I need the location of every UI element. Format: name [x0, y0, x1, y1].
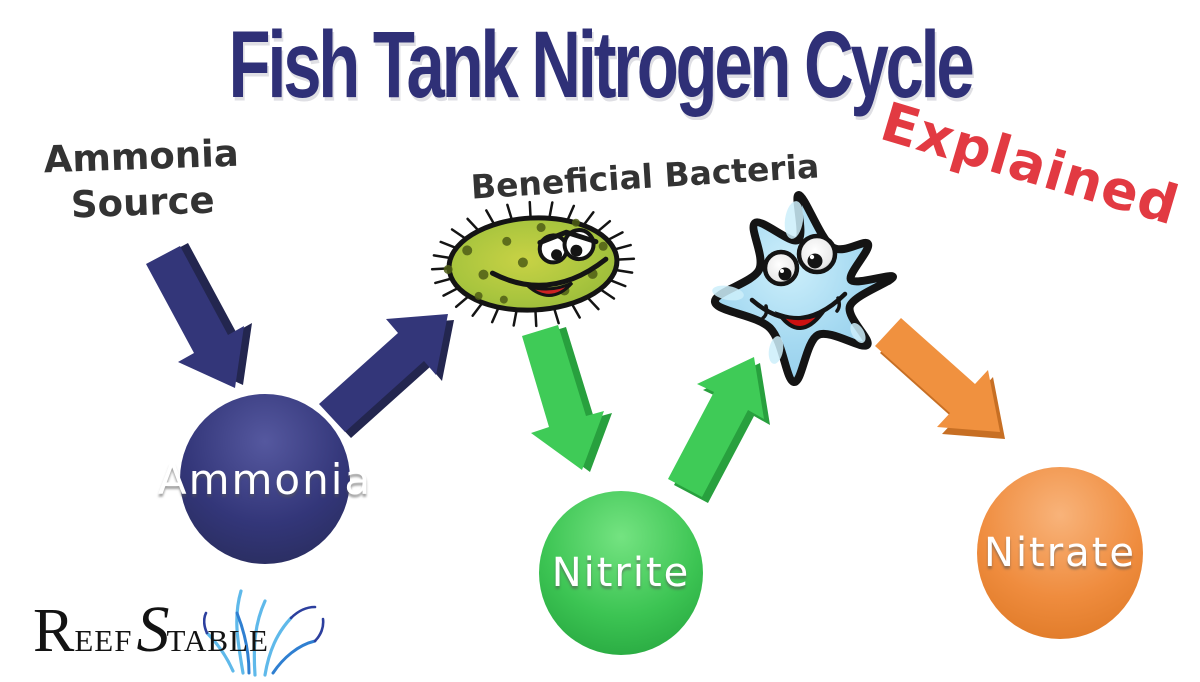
- amoeba-highlights: [712, 201, 866, 364]
- logo-letter-r: R: [33, 597, 75, 665]
- bacteria-left-eye: [537, 233, 569, 265]
- arrow-bacteria-to-nitrite: [522, 325, 612, 472]
- amoeba-fangs: [761, 296, 842, 320]
- bacteria-body: [446, 215, 620, 313]
- arrow-bacteria-to-nitrate: [875, 318, 1005, 439]
- nitrate-node: Nitrate: [977, 467, 1143, 639]
- bacteria-spike: [606, 277, 627, 288]
- bacteria-spike: [604, 231, 624, 243]
- bacteria-spikes-icon: [430, 200, 636, 328]
- bacteria-spike: [534, 306, 538, 328]
- arrow-face: [522, 325, 604, 470]
- bacteria-spike: [439, 240, 460, 251]
- nitrate-node-label: Nitrate: [984, 530, 1136, 576]
- logo-word-eef: EEF: [74, 623, 133, 658]
- amoeba-left-eye-glint: [780, 269, 784, 273]
- bacteria-spike: [552, 304, 560, 325]
- logo-wordmark: REEFSTABLE: [33, 597, 269, 663]
- amoeba-right-eye: [796, 233, 838, 275]
- bacteria-spike: [597, 286, 616, 300]
- amoeba-left-eye: [762, 249, 800, 287]
- ammonia-source-line2: Source: [70, 178, 216, 227]
- bacteria-spike: [430, 267, 453, 271]
- bacteria-spike: [612, 268, 634, 274]
- bacteria-spike: [490, 304, 501, 324]
- bacteria-spots: [443, 218, 608, 304]
- arrow-edge: [154, 243, 252, 385]
- nitrite-node-label: Nitrite: [551, 550, 691, 596]
- amoeba-body: [711, 190, 898, 386]
- ammonia-source-label: Ammonia Source: [26, 130, 257, 230]
- bacteria-spike: [613, 257, 636, 261]
- amoeba-right-eye-glint: [809, 254, 815, 260]
- green-bacteria-illustration: [430, 200, 636, 328]
- arrow-edge: [530, 327, 612, 472]
- bacteria-spike: [434, 276, 455, 285]
- bacteria-face: [489, 228, 609, 297]
- bacteria-mouth: [527, 281, 574, 297]
- bacteria-smile: [489, 256, 609, 288]
- amoeba-mouth: [774, 308, 829, 330]
- arrow-edge: [325, 320, 454, 438]
- amoeba-face: [749, 233, 848, 330]
- bacteria-spike: [547, 201, 554, 222]
- arrow-edge: [674, 363, 770, 503]
- coral-icon: [203, 589, 325, 677]
- amoeba-left-pupil: [778, 267, 792, 281]
- beneficial-bacteria-label: Beneficial Bacteria: [469, 146, 821, 207]
- bacteria-spike: [432, 254, 454, 260]
- ammonia-node: Ammonia: [158, 394, 370, 564]
- logo-letter-s: S: [136, 593, 170, 666]
- logo-word-table: TABLE: [166, 623, 269, 658]
- ammonia-source-line1: Ammonia: [42, 131, 240, 182]
- arrow-face: [146, 246, 244, 388]
- arrow-edge: [880, 325, 1005, 439]
- arrow-nitrite-to-bacteria: [668, 357, 770, 503]
- bacteria-spike: [485, 209, 497, 228]
- bacteria-left-pupil: [551, 249, 563, 261]
- bacteria-eyelids: [537, 229, 599, 246]
- bacteria-spike: [454, 293, 472, 309]
- bacteria-spike: [471, 299, 486, 317]
- bacteria-spike: [594, 219, 612, 235]
- bacteria-spike: [450, 228, 469, 242]
- arrow-face: [319, 314, 448, 432]
- bacteria-spike: [442, 285, 462, 297]
- bacteria-spike: [580, 211, 595, 229]
- bacteria-spike: [584, 294, 600, 311]
- bacteria-spike: [506, 203, 514, 224]
- amoeba-right-pupil: [807, 253, 823, 269]
- page-title: Fish Tank Nitrogen Cycle: [228, 11, 975, 118]
- blue-bacteria-illustration: [711, 190, 898, 386]
- nitrite-node: Nitrite: [539, 491, 703, 655]
- bacteria-right-eye: [562, 228, 596, 262]
- ammonia-node-label: Ammonia: [157, 454, 373, 504]
- bacteria-spike: [528, 200, 532, 222]
- bacteria-spike: [611, 243, 632, 252]
- bacteria-spike: [512, 306, 519, 327]
- arrow-face: [875, 318, 1000, 432]
- arrow-ammonia-to-bacteria: [319, 314, 454, 438]
- bacteria-spike: [466, 217, 482, 234]
- arrow-face: [668, 357, 764, 497]
- bacteria-right-pupil: [570, 244, 583, 257]
- amoeba-smile: [749, 291, 848, 321]
- bacteria-spike: [569, 300, 581, 319]
- bacteria-spike: [565, 204, 576, 224]
- reef-stable-logo: REEFSTABLE: [33, 583, 325, 677]
- arrow-source-to-ammonia: [146, 243, 252, 388]
